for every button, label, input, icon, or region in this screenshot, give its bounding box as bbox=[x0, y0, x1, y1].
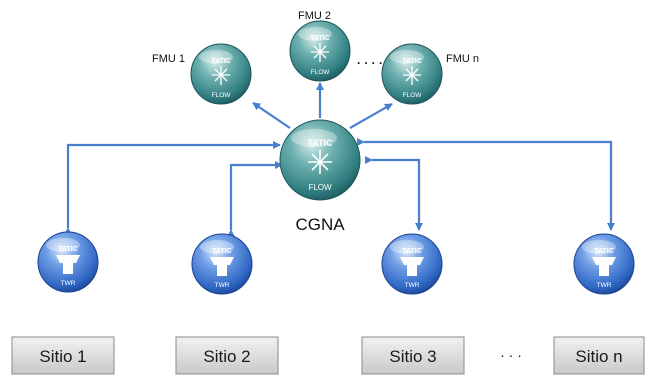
connectors bbox=[64, 82, 615, 237]
site-box-2-label: Sitio 2 bbox=[203, 347, 250, 366]
link-hub-tower3 bbox=[365, 156, 423, 231]
fmu-node-n-brand: TATIC bbox=[402, 58, 422, 65]
fmu-node-2-type: FLOW bbox=[311, 69, 331, 76]
tower-node-2-type: TWR bbox=[215, 282, 230, 289]
hub-name: CGNA bbox=[295, 215, 345, 234]
site-box-2: Sitio 2 bbox=[175, 336, 279, 375]
fmu-node-1: TATIC FLOW bbox=[190, 43, 252, 105]
site-box-3-label: Sitio 3 bbox=[389, 347, 436, 366]
site-box-3: Sitio 3 bbox=[361, 336, 465, 375]
control-tower-icon bbox=[400, 257, 424, 276]
tower-node-1: TATIC TWR bbox=[37, 231, 99, 293]
link-hub-tower1 bbox=[64, 141, 281, 235]
site-box-1-label: Sitio 1 bbox=[39, 347, 86, 366]
fmu-node-n-type: FLOW bbox=[403, 92, 423, 99]
fmu-node-n: TATIC FLOW bbox=[381, 43, 443, 105]
tower-node-3: TATIC TWR bbox=[381, 233, 443, 295]
flow-compress-icon bbox=[212, 66, 230, 85]
site-box-n-label: Sitio n bbox=[575, 347, 622, 366]
flow-compress-icon bbox=[403, 66, 421, 85]
fmu-label-1: FMU 1 bbox=[152, 53, 185, 65]
hub-node-type: FLOW bbox=[308, 183, 332, 192]
site-ellipsis: · · · bbox=[500, 347, 522, 363]
hub-node-brand: TATIC bbox=[307, 138, 333, 148]
control-tower-icon bbox=[56, 255, 80, 274]
hub-to-fmu1-arrow bbox=[252, 102, 291, 129]
tower-node-n: TATIC TWR bbox=[573, 233, 635, 295]
link-hub-tower2 bbox=[227, 161, 283, 237]
tower-node-3-type: TWR bbox=[405, 282, 420, 289]
site-box-1: Sitio 1 bbox=[11, 336, 115, 375]
flow-compress-icon bbox=[308, 150, 332, 174]
fmu-node-1-type: FLOW bbox=[212, 92, 232, 99]
tower-node-1-type: TWR bbox=[61, 280, 76, 287]
fmu-node-2: TATIC FLOW bbox=[289, 20, 351, 82]
tower-node-2: TATIC TWR bbox=[191, 233, 253, 295]
tower-node-2-brand: TATIC bbox=[212, 248, 232, 255]
hub-node: TATIC FLOW bbox=[279, 119, 361, 201]
fmu-ellipsis: · · · · bbox=[357, 56, 383, 70]
tower-node-3-brand: TATIC bbox=[402, 248, 422, 255]
fmu-node-1-brand: TATIC bbox=[211, 58, 231, 65]
fmu-node-2-brand: TATIC bbox=[310, 35, 330, 42]
control-tower-icon bbox=[210, 257, 234, 276]
tower-node-1-brand: TATIC bbox=[58, 246, 78, 253]
fmu-label-2: FMU 2 bbox=[298, 10, 331, 22]
hub-to-fmun-arrow bbox=[349, 103, 393, 129]
flow-compress-icon bbox=[311, 43, 329, 62]
control-tower-icon bbox=[592, 257, 616, 276]
tower-node-n-type: TWR bbox=[597, 282, 612, 289]
fmu-label-n: FMU n bbox=[446, 53, 479, 65]
site-box-n: Sitio n bbox=[553, 336, 645, 375]
link-hub-towern bbox=[357, 138, 615, 231]
tower-node-n-brand: TATIC bbox=[594, 248, 614, 255]
